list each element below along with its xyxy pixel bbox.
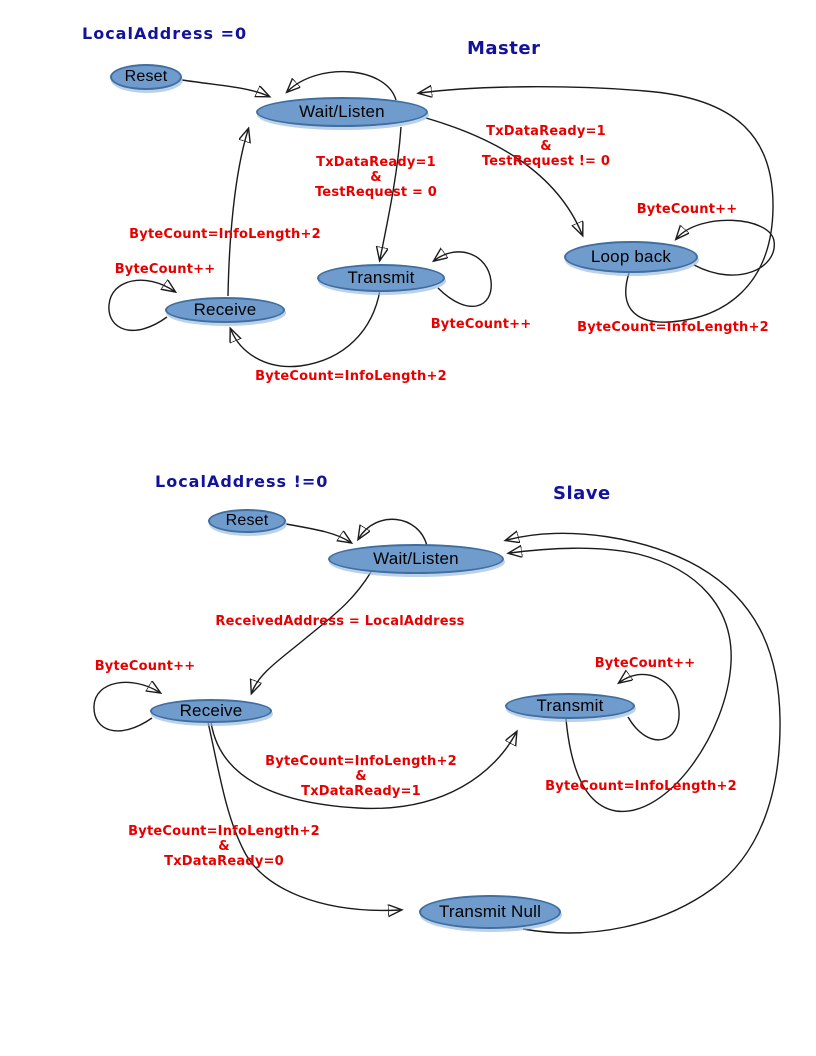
state-label: Receive: [193, 300, 257, 319]
state-master-loop-back: Loop back: [564, 241, 698, 273]
edge-label-line: TxDataReady=1: [316, 155, 436, 170]
slave-title: Slave: [553, 483, 611, 504]
edge-label-line: TxDataReady=1: [486, 124, 606, 139]
state-master-reset: Reset: [110, 64, 182, 90]
state-slave-receive: Receive: [150, 699, 272, 723]
edge-master-receive-self-loop: [108, 280, 174, 332]
state-master-receive: Receive: [165, 297, 285, 323]
state-label: Wait/Listen: [299, 102, 385, 121]
edge-slave-transmit-to-wait: [510, 548, 732, 812]
edge-label-master-loopback-to-wait: ByteCount=InfoLength+2: [577, 320, 769, 335]
state-label: Reset: [225, 512, 269, 529]
state-label: Reset: [124, 68, 168, 85]
state-label: Transmit: [347, 268, 415, 287]
state-label: Wait/Listen: [373, 549, 459, 568]
state-slave-wait-listen: Wait/Listen: [328, 544, 504, 574]
edge-master-loopback-to-wait: [420, 87, 774, 323]
edge-label-line: &: [218, 839, 230, 854]
edge-label-master-receive-self: ByteCount++: [114, 262, 216, 277]
state-slave-transmit-null: Transmit Null: [419, 895, 561, 929]
master-condition-label: LocalAddress =0: [82, 24, 248, 43]
edge-label-master-wait-to-loopback: TxDataReady=1 & TestRequest != 0: [482, 124, 610, 169]
edge-label-master-wait-to-transmit: TxDataReady=1 & TestRequest = 0: [315, 155, 437, 200]
edge-master-reset-to-wait: [181, 79, 268, 96]
edge-master-loopback-self-loop: [677, 219, 775, 276]
edge-slave-wait-to-receive: [252, 571, 372, 692]
edge-master-wait-to-transmit: [380, 126, 402, 259]
state-label: Transmit: [536, 696, 604, 715]
state-label: Transmit Null: [438, 902, 542, 921]
edge-label-slave-receive-to-transmit-null: ByteCount=InfoLength+2 & TxDataReady=0: [128, 824, 320, 869]
state-slave-transmit: Transmit: [505, 693, 635, 719]
edge-label-slave-receive-to-transmit: ByteCount=InfoLength+2 & TxDataReady=1: [265, 754, 457, 799]
edge-label-line: ByteCount=InfoLength+2: [265, 754, 457, 769]
edge-slave-receive-to-transmit-null: [207, 721, 400, 910]
edge-master-receive-to-wait: [227, 130, 248, 297]
edge-label-slave-wait-to-receive: ReceivedAddress = LocalAddress: [215, 614, 465, 629]
edge-master-wait-self-loop: [288, 70, 397, 101]
edge-label-line: TestRequest != 0: [481, 154, 611, 169]
slave-condition-label: LocalAddress !=0: [155, 472, 329, 491]
state-slave-reset: Reset: [208, 509, 286, 533]
edge-label-line: TxDataReady=1: [301, 784, 421, 799]
state-master-transmit: Transmit: [317, 264, 445, 292]
master-title: Master: [467, 38, 541, 59]
edge-label-slave-receive-self: ByteCount++: [94, 659, 196, 674]
edge-label-slave-transmit-self: ByteCount++: [594, 656, 696, 671]
edge-master-transmit-to-receive: [231, 289, 381, 368]
edge-label-line: TestRequest = 0: [314, 185, 438, 200]
edge-label-line: TxDataReady=0: [164, 854, 284, 869]
edge-slave-receive-self-loop: [93, 682, 159, 732]
edge-label-line: &: [355, 769, 367, 784]
state-label: Loop back: [590, 247, 672, 266]
edge-label-line: &: [370, 170, 382, 185]
edge-label-slave-transmit-to-wait: ByteCount=InfoLength+2: [545, 779, 737, 794]
edge-slave-receive-to-transmit: [210, 721, 516, 810]
edge-slave-wait-self-loop: [359, 518, 428, 547]
edge-label-line: ByteCount=InfoLength+2: [128, 824, 320, 839]
edge-label-line: &: [540, 139, 552, 154]
edge-label-master-loopback-self: ByteCount++: [636, 202, 738, 217]
edge-slave-transmit-null-to-wait: [507, 533, 781, 934]
edge-label-master-receive-to-wait: ByteCount=InfoLength+2: [129, 227, 321, 242]
edge-master-wait-to-loopback: [425, 117, 582, 234]
edge-slave-transmit-self-loop: [620, 674, 680, 741]
edge-master-transmit-self-loop: [435, 252, 492, 307]
edge-label-master-transmit-self: ByteCount++: [430, 317, 532, 332]
state-label: Receive: [179, 701, 243, 720]
edge-label-master-transmit-to-receive: ByteCount=InfoLength+2: [255, 369, 447, 384]
edge-slave-reset-to-wait: [285, 523, 350, 542]
state-master-wait-listen: Wait/Listen: [256, 97, 428, 127]
